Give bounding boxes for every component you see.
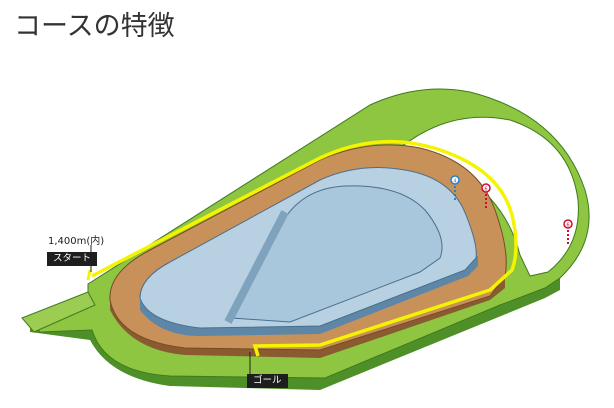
red-furlong-post-icon: 6 (563, 219, 573, 246)
page-title: コースの特徴 (14, 11, 175, 42)
start-chute (21, 291, 96, 333)
infield-diagonal (224, 210, 289, 324)
svg-text:4: 4 (453, 179, 456, 185)
svg-text:6: 6 (566, 223, 569, 229)
outer-rail-line (86, 269, 92, 281)
blue-furlong-post-icon: 4 (450, 175, 460, 200)
inner-rail-line (91, 139, 518, 357)
start-label: スタート (47, 252, 98, 266)
goal-label: ゴール (247, 374, 288, 388)
red-furlong-post-icon: 6 (481, 183, 491, 210)
svg-text:6: 6 (484, 187, 487, 193)
distance-label: 1,400m(内) (48, 236, 105, 247)
